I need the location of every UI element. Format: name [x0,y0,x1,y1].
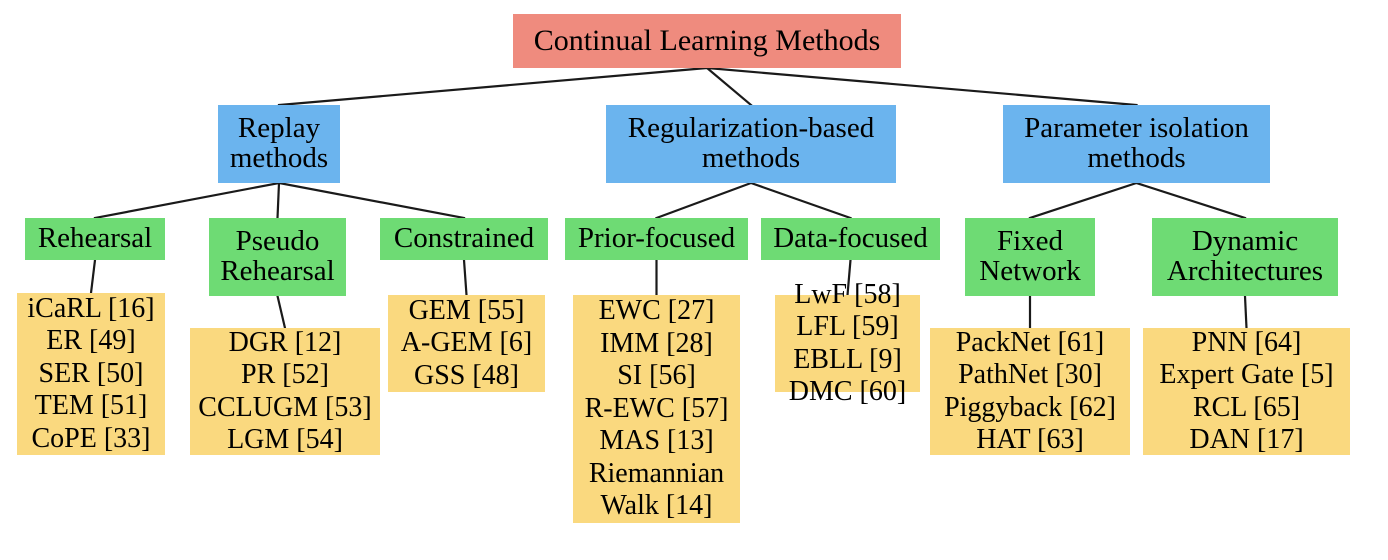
node-root-label: Continual Learning Methods [533,23,881,57]
leaf-item: R-EWC [57] [584,392,729,424]
leaf-item: ER [49] [46,325,136,357]
leaf-item: MAS [13] [599,425,714,457]
node-dynamic-architectures-label: Dynamic Architectures [1166,225,1324,287]
edge [462,258,468,297]
edge [705,66,1138,107]
edge [93,181,281,220]
node-regularization-label: Regularization-based methods [627,112,875,174]
leaf-data-focused-methods[interactable]: LwF [58]LFL [59]EBLL [9]DMC [60] [775,279,920,407]
leaf-item: SI [56] [617,360,696,392]
leaf-item: PR [52] [241,359,329,391]
node-replay-label: Replay methods [229,112,329,174]
edge [1028,181,1138,220]
node-constrained[interactable]: Constrained [380,218,548,260]
node-root[interactable]: Continual Learning Methods [513,14,901,68]
leaf-item: PackNet [61] [955,326,1105,358]
leaf-item: Riemannian [588,457,725,489]
leaf-fixed-network-methods[interactable]: PackNet [61]PathNet [30]Piggyback [62]HA… [930,326,1130,455]
node-fixed-network[interactable]: Fixed Network [965,218,1095,296]
edge [276,294,287,330]
edge [705,66,753,107]
node-parameter-isolation-label: Parameter isolation methods [1024,112,1249,174]
leaf-item: Expert Gate [5] [1159,359,1334,391]
node-rehearsal[interactable]: Rehearsal [25,218,165,260]
leaf-item: LwF [58] [794,278,901,310]
leaf-prior-focused-methods[interactable]: EWC [27]IMM [28]SI [56]R-EWC [57]MAS [13… [573,295,740,523]
leaf-item: CCLUGM [53] [198,391,372,423]
leaf-constrained-methods[interactable]: GEM [55]A-GEM [6]GSS [48] [388,295,545,392]
node-regularization[interactable]: Regularization-based methods [606,105,896,183]
leaf-dynamic-architectures-methods[interactable]: PNN [64]Expert Gate [5]RCL [65]DAN [17] [1143,326,1350,455]
edge [89,258,97,295]
leaf-item: EBLL [9] [793,343,902,375]
leaf-item: GSS [48] [413,359,519,391]
leaf-item: TEM [51] [34,390,148,422]
node-replay[interactable]: Replay methods [218,105,340,183]
leaf-item: LGM [54] [227,423,343,455]
node-fixed-network-label: Fixed Network [979,225,1081,287]
node-pseudo-rehearsal[interactable]: Pseudo Rehearsal [209,218,346,296]
node-pseudo-rehearsal-label: Pseudo Rehearsal [220,225,335,287]
node-constrained-label: Constrained [393,222,535,255]
edge [277,66,709,107]
edge [276,181,281,220]
leaf-item: DGR [12] [228,326,342,358]
leaf-item: EWC [27] [598,295,715,327]
node-prior-focused-label: Prior-focused [577,222,736,255]
node-parameter-isolation[interactable]: Parameter isolation methods [1003,105,1270,183]
leaf-item: DAN [17] [1189,423,1304,455]
node-dynamic-architectures[interactable]: Dynamic Architectures [1152,218,1338,296]
node-data-focused-label: Data-focused [773,222,928,255]
node-data-focused[interactable]: Data-focused [761,218,940,260]
leaf-rehearsal-methods[interactable]: iCaRL [16]ER [49]SER [50]TEM [51]CoPE [3… [17,293,165,455]
node-rehearsal-label: Rehearsal [37,222,153,255]
leaf-item: Piggyback [62] [944,391,1116,423]
leaf-item: HAT [63] [976,423,1084,455]
leaf-item: IMM [28] [600,327,713,359]
leaf-item: SER [50] [38,357,144,389]
leaf-item: CoPE [33] [31,422,151,454]
leaf-item: DMC [60] [788,375,907,407]
edge [655,181,753,220]
edge [1243,294,1248,330]
leaf-item: PNN [64] [1191,326,1302,358]
leaf-pseudo-rehearsal-methods[interactable]: DGR [12]PR [52]CCLUGM [53]LGM [54] [190,326,380,455]
edge [1135,181,1247,220]
leaf-item: LFL [59] [796,311,899,343]
leaf-item: iCaRL [16] [27,292,155,324]
edge [749,181,852,220]
leaf-item: A-GEM [6] [400,327,533,359]
leaf-item: Walk [14] [600,490,713,522]
leaf-item: PathNet [30] [958,359,1102,391]
edge [277,181,466,220]
leaf-item: RCL [65] [1192,391,1301,423]
leaf-item: GEM [55] [408,294,525,326]
node-prior-focused[interactable]: Prior-focused [565,218,748,260]
